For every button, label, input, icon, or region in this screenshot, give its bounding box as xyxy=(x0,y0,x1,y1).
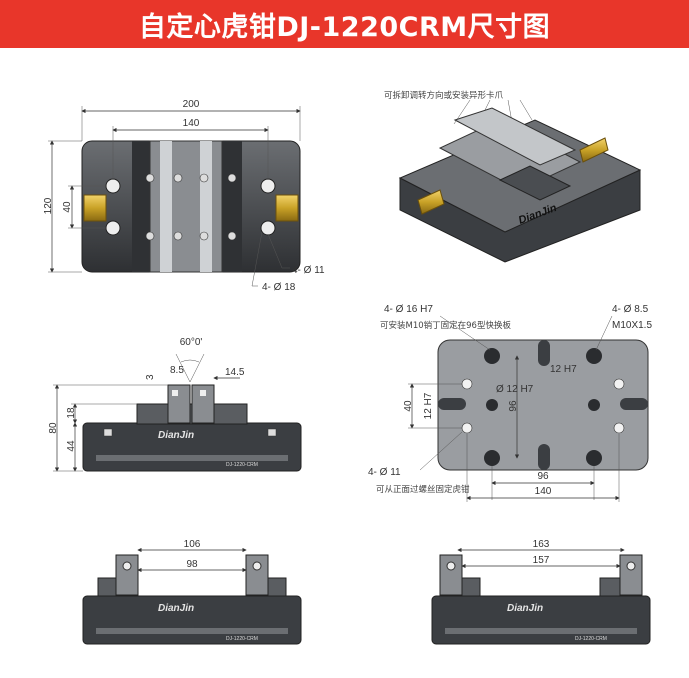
dim-screw-note: 可从正面过螺丝固定虎钳 xyxy=(376,484,470,495)
dim-hole-small: 4- Ø 11 xyxy=(292,265,325,276)
dim-hole-large: 4- Ø 18 xyxy=(262,282,296,293)
bottom-plate xyxy=(437,339,649,471)
dim-thread-hole: 4- Ø 8.5 xyxy=(612,304,649,315)
dim-h140: 140 xyxy=(535,486,552,497)
title-bar: 自定心虎钳DJ-1220CRM尺寸图 xyxy=(0,0,689,48)
dim-pin-hole: 4- Ø 16 H7 xyxy=(384,304,433,315)
top-view-hole xyxy=(105,220,121,236)
front-jaw-right xyxy=(191,384,215,424)
dim-jaw-h: 18 xyxy=(66,407,77,419)
dim-v12: 12 H7 xyxy=(423,392,434,419)
dim-v96: 96 xyxy=(508,400,519,412)
dim-jaw-w: 8.5 xyxy=(170,365,184,376)
dim-spacing: 40 xyxy=(62,201,73,213)
iso-view: 可拆卸调转方向或安装异形卡爪 DianJin xyxy=(384,90,642,263)
top-view-screw-right xyxy=(275,194,299,222)
dim-thread: M10X1.5 xyxy=(612,320,652,331)
top-view-screw-left xyxy=(83,194,107,222)
side-view-left: DianJin DJ-1220-CRM 106 98 xyxy=(82,539,302,645)
side-right-jaw xyxy=(439,554,463,596)
dim-width-front: 14.5 xyxy=(225,367,245,378)
front-model: DJ-1220-CRM xyxy=(226,462,258,468)
dim-side-left-outer: 106 xyxy=(184,539,201,550)
dim-h96: 96 xyxy=(537,471,549,482)
iso-note: 可拆卸调转方向或安装异形卡爪 xyxy=(384,90,504,101)
top-view-hole xyxy=(105,178,121,194)
front-logo: DianJin xyxy=(158,430,194,441)
side-left-jaw xyxy=(245,554,269,596)
dim-base-h: 44 xyxy=(66,440,77,452)
dim-angle: 60°0' xyxy=(180,337,203,348)
side-left-jaw xyxy=(115,554,139,596)
top-view-hole xyxy=(260,220,276,236)
iso-screw-left xyxy=(417,189,445,215)
dim-v40: 40 xyxy=(403,400,414,412)
dim-screw-hole: 4- Ø 11 xyxy=(368,467,401,478)
dim-height: 120 xyxy=(43,197,54,214)
dim-inner: 140 xyxy=(183,118,200,129)
svg-text:DJ-1220-CRM: DJ-1220-CRM xyxy=(226,636,258,642)
dim-pin-note: 可安装M10销丁固定在96型快换板 xyxy=(380,320,511,331)
dim-center: Ø 12 H7 xyxy=(496,384,534,395)
dim-side-right-inner: 157 xyxy=(533,555,550,566)
side-right-jaw xyxy=(619,554,643,596)
front-jaw-left xyxy=(167,384,191,424)
iso-screw-right xyxy=(579,137,609,163)
front-view: DianJin DJ-1220-CRM 60°0' 8.5 3 14.5 80 … xyxy=(48,337,302,472)
dim-jaw-top: 3 xyxy=(145,374,156,380)
svg-text:DianJin: DianJin xyxy=(158,603,194,614)
bottom-view: 4- Ø 16 H7 可安装M10销丁固定在96型快换板 4- Ø 8.5 M1… xyxy=(368,304,652,502)
dim-side-right-outer: 163 xyxy=(533,539,550,550)
svg-text:DJ-1220-CRM: DJ-1220-CRM xyxy=(575,636,607,642)
dim-slot: 12 H7 xyxy=(550,364,577,375)
dim-width: 200 xyxy=(183,99,200,110)
dim-side-left-inner: 98 xyxy=(186,559,198,570)
top-view-hole xyxy=(260,178,276,194)
svg-text:DianJin: DianJin xyxy=(507,603,543,614)
dim-total-h: 80 xyxy=(48,422,59,434)
side-view-right: DianJin DJ-1220-CRM 163 157 xyxy=(431,539,651,645)
top-view: 200 140 120 40 4- Ø 11 4- Ø 18 xyxy=(43,99,325,293)
page-title: 自定心虎钳DJ-1220CRM尺寸图 xyxy=(138,11,551,43)
